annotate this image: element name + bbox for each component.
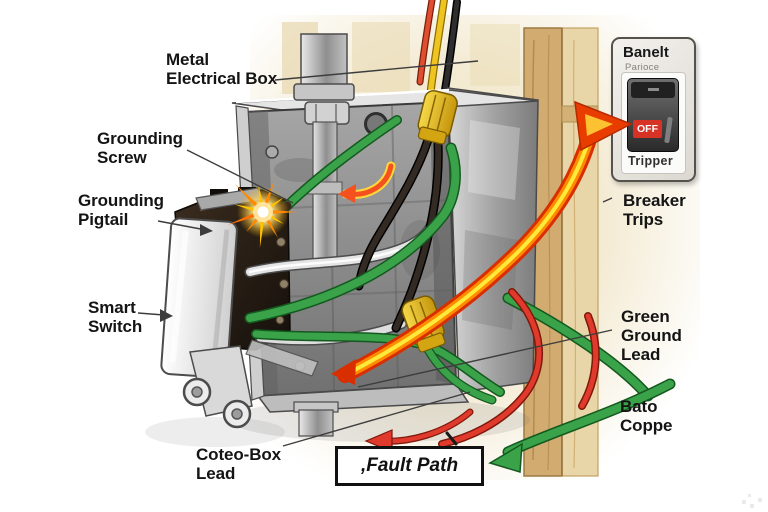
- fault-path-box: ,Fault Path: [335, 446, 484, 486]
- leader-lines: [137, 60, 613, 447]
- breaker-switch-tick: [648, 88, 659, 91]
- breaker-off-badge: OFF: [633, 120, 662, 138]
- spark-burst: [227, 180, 297, 248]
- label-smart-switch: Smart Switch: [88, 298, 143, 336]
- wire-nut-top: [417, 89, 458, 145]
- breaker-lever: [664, 116, 673, 144]
- label-green-ground-lead: Green Ground Lead: [621, 307, 682, 364]
- breaker-panel-inset: Banelt Parioce OFF Tripper: [611, 37, 696, 182]
- label-breaker-trips: Breaker Trips: [623, 191, 686, 229]
- fault-arrowhead: [574, 100, 633, 152]
- label-metal-electrical-box: Metal Electrical Box: [166, 50, 278, 88]
- breaker-panel-caption: Tripper: [628, 154, 674, 168]
- box-wiring: [244, 115, 676, 473]
- switch-paddle: [160, 217, 238, 379]
- conduit-top: [293, 33, 355, 261]
- breaker-panel-subtitle: Parioce: [625, 62, 660, 73]
- corner-artifact: [742, 494, 762, 508]
- label-grounding-pigtail: Grounding Pigtail: [78, 191, 164, 229]
- conduit-bottom: [293, 401, 339, 437]
- breaker-panel-title: Banelt: [623, 44, 669, 61]
- box-screw: [265, 145, 279, 159]
- green-ground-arrow: [488, 378, 676, 473]
- label-box-lead: Coteo-Box Lead: [196, 445, 282, 483]
- curl-arrow: [338, 161, 396, 203]
- fault-path-arrow: [331, 128, 598, 385]
- switch-shadow: [145, 417, 285, 447]
- label-grounding-screw: Grounding Screw: [97, 129, 183, 167]
- fault-path-label: ,Fault Path: [360, 455, 459, 476]
- breaker-switch: OFF: [627, 78, 679, 152]
- label-bare-copper: Bato Coppe: [620, 397, 673, 435]
